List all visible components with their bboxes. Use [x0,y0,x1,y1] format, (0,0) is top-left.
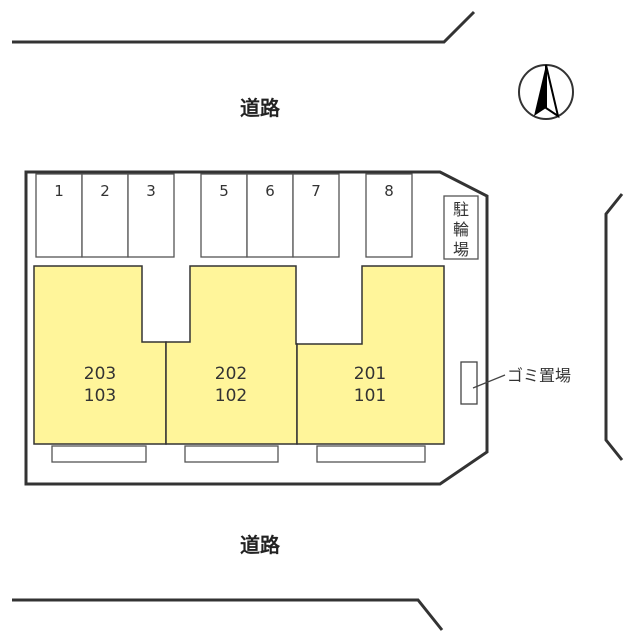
parking-space-label: 8 [384,182,394,200]
unit-number-lower: 102 [215,386,247,406]
bottom-road-label: 道路 [240,533,281,557]
parking-area: 1 2 3 5 6 7 8 [35,173,413,258]
bicycle-parking-label: 輪 [453,220,469,239]
unit-number-lower: 103 [84,386,116,406]
parking-space-label: 1 [54,182,64,200]
top-road-edge [12,10,476,44]
parking-space [292,173,340,258]
parking-space [365,173,413,258]
parking-space [35,173,83,258]
parking-space-label: 3 [146,182,156,200]
balcony [51,445,147,463]
bottom-road-edge [12,598,444,631]
north-arrow-icon [518,64,574,120]
unit-number-upper: 203 [84,364,116,384]
right-road-edge [604,193,624,461]
unit-number-lower: 101 [354,386,386,406]
unit-block-202-102 [165,265,298,445]
parking-space-label: 6 [265,182,275,200]
lot-boundary [24,170,489,486]
building: 203 103 202 102 201 101 [33,265,445,445]
parking-space-label: 5 [219,182,229,200]
parking-space [200,173,248,258]
garbage-area-label: ゴミ置場 [507,366,571,385]
unit-block-203-103 [33,265,167,445]
garbage-area: ゴミ置場 [460,361,571,405]
bicycle-parking: 駐 輪 場 [443,195,479,260]
unit-block-201-101 [296,265,445,445]
parking-space [127,173,175,258]
bicycle-parking-label: 駐 [453,200,469,219]
unit-number-upper: 201 [354,364,386,384]
parking-space-label: 2 [100,182,110,200]
balcony [184,445,279,463]
bicycle-parking-label: 場 [453,240,469,259]
balcony [316,445,426,463]
unit-number-upper: 202 [215,364,247,384]
parking-space-label: 7 [311,182,321,200]
top-road-label: 道路 [240,96,281,120]
